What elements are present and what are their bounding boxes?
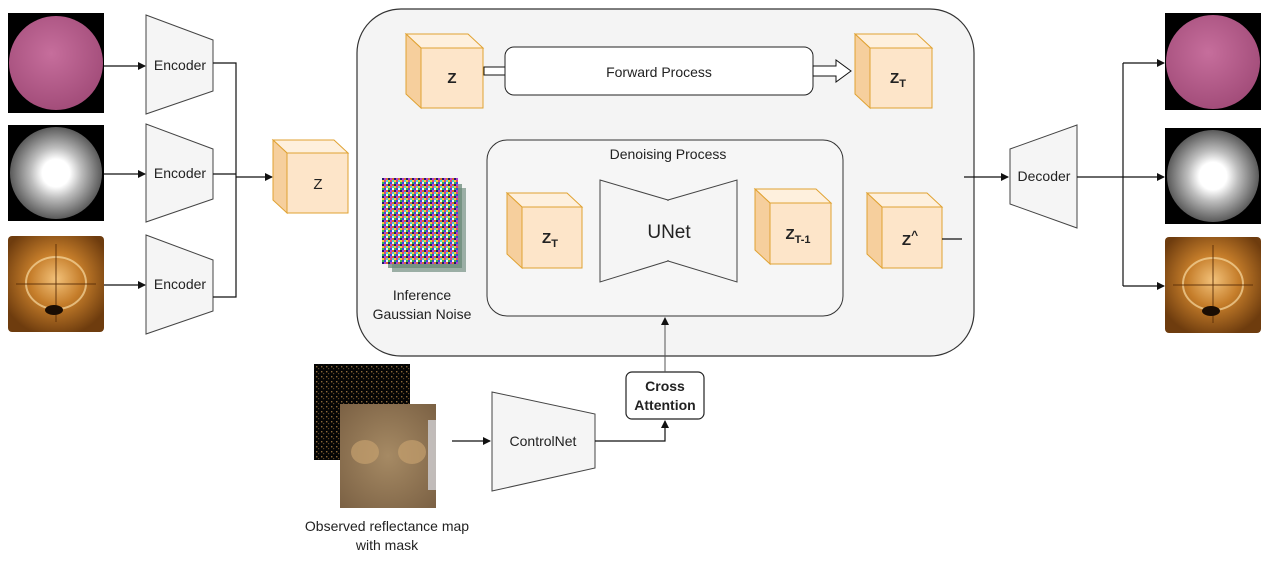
- forward-hollow-arrow: [812, 59, 852, 83]
- encoder-top: Encoder: [145, 14, 214, 115]
- cross-attention-line2: Attention: [634, 397, 695, 413]
- noise-caption-line2: Gaussian Noise: [373, 306, 472, 322]
- cross-attention-box: Cross Attention: [625, 371, 705, 420]
- forward-z-label: Z: [447, 70, 456, 87]
- unet-block: UNet: [599, 179, 738, 283]
- svg-text:ZT: ZT: [890, 70, 906, 90]
- forward-cube-z: Z: [404, 32, 485, 110]
- output-image-light: [1165, 128, 1261, 224]
- denoise-cube-zt-minus-1: ZT-1: [753, 187, 833, 266]
- output-image-albedo: [1165, 13, 1261, 110]
- unet-label: UNet: [647, 222, 691, 243]
- forward-zt-sub: T: [899, 78, 906, 90]
- encoder-bottom-label: Encoder: [154, 276, 206, 292]
- noise-caption-line1: Inference: [393, 287, 452, 303]
- encoder-middle-label: Encoder: [154, 165, 206, 181]
- svg-text:Z^: Z^: [902, 228, 918, 249]
- cross-attention-line1: Cross: [645, 378, 685, 394]
- arrow-controlnet-to-cross-attention: [595, 420, 669, 442]
- denoise-zt-sub: T: [551, 238, 558, 250]
- encoder-middle: Encoder: [145, 123, 214, 223]
- input-image-albedo: [8, 13, 104, 113]
- observed-caption-line1: Observed reflectance map: [305, 518, 469, 534]
- output-image-envmap: [1165, 237, 1261, 333]
- encoder-bottom: Encoder: [145, 234, 214, 335]
- controlnet: ControlNet: [491, 391, 596, 492]
- latent-z-label: Z: [313, 176, 322, 193]
- latent-cube-z: Z: [271, 138, 350, 215]
- input-image-light: [8, 125, 104, 221]
- forward-zt-main: Z: [890, 70, 899, 87]
- forward-cube-zt: ZT: [853, 32, 934, 110]
- denoising-process-title: Denoising Process: [610, 146, 727, 162]
- forward-arrow-stub: [483, 66, 506, 76]
- svg-text:ZT-1: ZT-1: [785, 226, 810, 246]
- denoise-zt-main: Z: [542, 230, 551, 247]
- controlnet-label: ControlNet: [510, 433, 577, 449]
- encoder-merge-line: [213, 62, 237, 298]
- zhat-main: Z: [902, 232, 911, 249]
- zhat-sup: ^: [911, 228, 918, 242]
- svg-text:ZT: ZT: [542, 230, 558, 250]
- decoder: Decoder: [1009, 124, 1078, 229]
- latent-cube-zhat: Z^: [865, 191, 944, 270]
- gaussian-noise-image: [382, 178, 466, 272]
- observed-reflectance-image: [340, 404, 436, 508]
- decoder-label: Decoder: [1018, 168, 1071, 184]
- denoise-zt1-sub: T-1: [795, 234, 811, 246]
- observed-caption-line2: with mask: [355, 537, 419, 553]
- forward-process-label: Forward Process: [606, 64, 712, 80]
- input-image-envmap: [8, 236, 104, 332]
- denoise-cube-zt: ZT: [505, 191, 584, 270]
- encoder-top-label: Encoder: [154, 57, 206, 73]
- denoise-zt1-main: Z: [785, 226, 794, 243]
